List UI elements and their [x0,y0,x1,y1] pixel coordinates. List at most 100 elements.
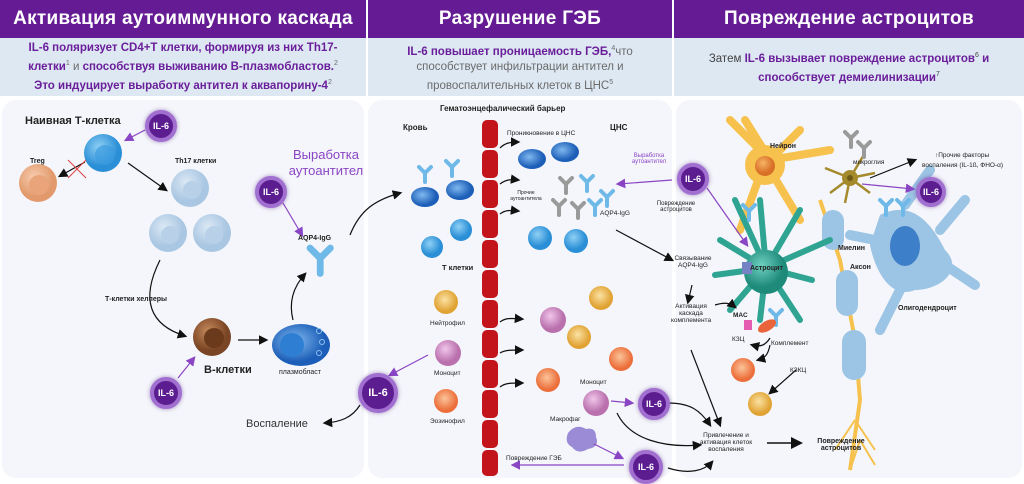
il6-badge: IL-6 [255,176,287,208]
arrow-il6-astrocyte [706,187,749,247]
label-naive-t-cell: Наивная Т-клетка [25,115,121,127]
myelinated-axon [818,199,876,471]
label-microglia: микроглия [853,159,885,166]
neutrophil-cns [567,325,591,349]
arrow-naive-th17 [127,162,168,192]
il6-badge: IL-6 [629,450,663,484]
arrow-monocyte-il6-left [387,354,429,377]
label-astrocyte-damage: Повреждение астроцитов [817,438,865,452]
subheader-autoimmune: IL-6 поляризует CD4+T клетки, формируя и… [0,38,366,96]
plasmoblast-cns [518,142,579,169]
label-plasmoblast: плазмобласт [279,369,321,376]
plasmoblast-blood [411,180,474,207]
label-oligodendrocyte: Олигодендроцит [898,305,957,312]
complement-red [757,319,777,333]
label-bbb: Гематоэнцефалический барьер [440,104,566,113]
label-other-factors-2: воспаления (IL-1ß, ФНО-α) [922,162,1004,169]
label-other-factors-1: ↑Прочие факторы [935,152,990,159]
eosinophil-cns [609,347,633,371]
blood-brain-barrier [482,120,498,476]
il6-badge: IL-6 [638,388,670,420]
arrow-antibody-blood [349,190,403,236]
mac-pink [744,320,752,330]
arrow-macrophage-il6 [593,443,625,460]
arrow-il6-inflammation [322,404,361,428]
eosinophil-astro [731,358,755,382]
macrophage [566,426,597,452]
th17-cell [149,214,187,252]
arrow-microglia-factors [869,158,918,179]
monocyte-cns [540,307,566,333]
panel-autoimmune [2,100,364,478]
label-neuron: Нейрон [770,143,797,150]
arrow-aqp4-binding [615,229,675,262]
arrow-naive-treg [57,161,86,178]
arrow-il6-to-cns-antibodies [615,178,673,189]
subheader-astrocyte: Затем IL-6 вызывает повреждение астроцит… [674,38,1024,96]
neutrophil-blood [434,290,458,314]
header-autoimmune-cascade: Активация аутоиммунного каскада [0,0,366,38]
il6-badge: IL-6 [677,163,709,195]
antibody [417,165,433,184]
neuron-cell [726,116,834,234]
label-t-helpers: Т-клетки хелперы [105,296,167,303]
arrow-monocyte-il6 [610,397,635,408]
label-treg: Treg [30,158,45,165]
il6-badge: IL-6 [358,373,398,413]
label-myelin: Миелин [838,245,866,252]
eosinophil-blood [434,389,458,413]
label-autoantibody-production: Выработка аутоантител [288,147,364,178]
neutrophil-astro [748,392,772,416]
antibody-aqp4-igg [310,248,330,274]
plasmoblast-cell [272,324,330,366]
label-other-autoantibodies: Прочие аутоантитела [510,190,542,202]
label-eosinophil: Эозинофил [430,418,465,425]
label-penetration: Проникновение в ЦНС [507,130,576,137]
il6-badge: IL-6 [150,377,182,409]
arrow-il6-antibody [282,202,304,238]
arrow-il6-bcell [177,356,196,379]
label-blood: Кровь [403,123,428,132]
arrow-monocyte-recruitment [616,412,703,451]
label-recruitment: Привлечение и активация клеток воспалени… [699,432,753,453]
subheader-bbb: IL-6 повышает проницаемость ГЭБ,4что спо… [368,38,672,96]
label-aqp4-binding: Связывание AQP4-IgG [674,255,712,269]
label-complement-activation: Активация каскада комплемента [670,303,712,324]
t-cells-cns [528,226,588,253]
microglia-cell [824,130,911,217]
label-neutrophil: Нейтрофил [430,320,465,327]
label-autoantibody-production-small: Выработка аутоантител [631,153,667,165]
label-th17: Th17 клетки [175,158,217,165]
label-aqp4-igg-cns: AQP4-IgG [600,210,630,217]
label-astrocyte: Астроцит [750,265,783,272]
t-cells-blood [421,219,472,258]
eosinophil-cns [536,368,560,392]
treg-cell [19,164,57,202]
header-bbb-disruption: Разрушение ГЭБ [368,0,672,38]
arrow-microglia-il6 [861,183,916,194]
label-mac: МАС [733,312,748,319]
th17-cell [171,169,209,207]
th17-cell [193,214,231,252]
label-axon: Аксон [850,264,871,271]
label-aqp4-igg: AQP4-IgG [298,235,332,242]
header-astrocyte-damage: Повреждение астроцитов [674,0,1024,38]
il6-badge: IL-6 [145,110,177,142]
blocked-cross-icon [67,159,87,179]
antibody [444,159,460,178]
label-monocyte: Моноцит [434,370,461,377]
label-inflammation: Воспаление [246,418,308,430]
neutrophil-cns [589,286,613,310]
label-t-cells: Т клетки [442,263,474,272]
il6-badge: IL-6 [916,177,946,207]
label-bbb-damage: Повреждение ГЭБ [506,455,562,462]
arrow-plasmoblast-antibody [290,272,307,321]
label-complement: Комплемент [771,340,809,347]
label-astrocyte-damage-small: Повреждение астроцитов [656,201,696,213]
naive-t-cell [84,134,122,172]
label-b-cells: В-клетки [204,364,252,376]
label-kzkc: КЗКЦ [790,367,807,374]
monocyte-blood [435,340,461,366]
arrow-il6-naive [123,129,146,142]
